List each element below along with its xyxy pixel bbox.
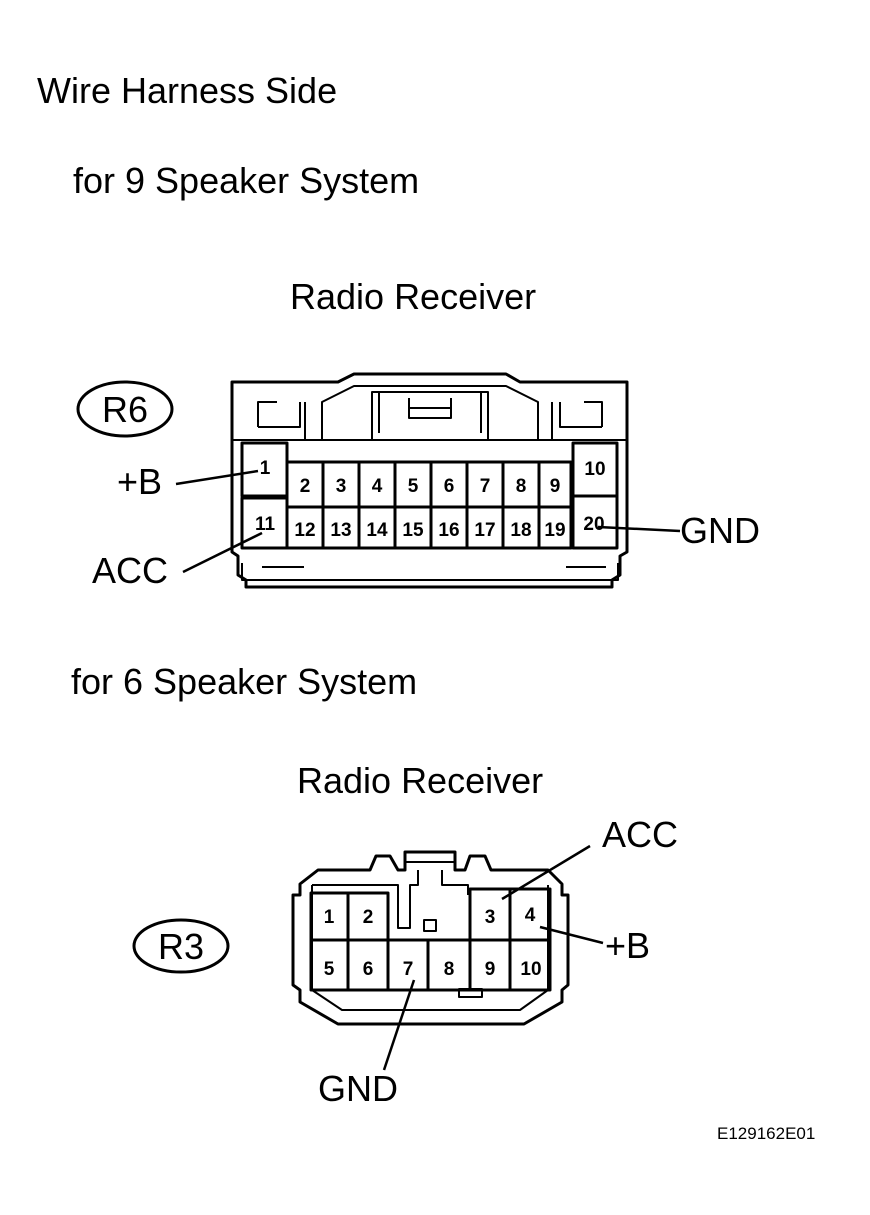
r6-pin-label: 7: [480, 476, 491, 497]
section-subtitle-6-speaker: for 6 Speaker System: [71, 661, 418, 702]
r6-gnd-label: GND: [680, 510, 760, 551]
r6-pin-label: 19: [544, 520, 565, 541]
r6-pin-label: 16: [438, 520, 459, 541]
r6-pin-label: 15: [402, 520, 424, 541]
r6-pin-label: 9: [550, 476, 561, 497]
r3-plus-b-label: +B: [605, 925, 651, 966]
r6-gnd-leader: [597, 525, 681, 533]
r3-leader-lines: [382, 844, 604, 1071]
r6-pin-label: 1: [260, 458, 271, 479]
r6-pin-label: 6: [444, 476, 455, 497]
r3-pin-numbers: 1 2 3 4 5 6 7 8 9 10: [324, 905, 542, 980]
component-label-r6: Radio Receiver: [290, 276, 537, 317]
r3-gnd-label: GND: [318, 1068, 398, 1109]
r6-code-oval: [76, 380, 174, 438]
r3-pin-label: 3: [485, 907, 496, 928]
r6-acc-label: ACC: [92, 550, 169, 591]
r6-pin-label: 4: [372, 476, 383, 497]
r3-pin-label: 1: [324, 907, 335, 928]
r6-plus-b-leader: [175, 469, 259, 486]
r6-leader-lines: [175, 469, 681, 574]
r3-pin-label: 5: [324, 959, 335, 980]
r6-acc-leader: [182, 531, 263, 574]
r6-pin-label: 3: [336, 476, 347, 497]
r3-plus-b-leader: [539, 925, 604, 945]
r6-connector-code: R6: [102, 389, 148, 430]
r6-pin-label: 8: [516, 476, 527, 497]
r6-pin-grid: [240, 441, 619, 550]
r3-pin-label: 10: [520, 959, 541, 980]
figure-id: E129162E01: [717, 1124, 816, 1143]
r6-pin-label: 17: [474, 520, 495, 541]
r3-code-oval: [132, 918, 230, 974]
r6-pin-numbers: 1 2 3 4 5 6 7 8 9 10 11 12 13 14 15 16 1…: [255, 458, 606, 541]
r3-pin-grid: [309, 887, 552, 992]
r3-acc-label: ACC: [602, 814, 679, 855]
r3-acc-leader: [501, 844, 591, 901]
r6-pin-label: 20: [583, 514, 604, 535]
r6-pin-label: 12: [294, 520, 315, 541]
r6-pin-label: 10: [584, 459, 605, 480]
r6-pin-label: 14: [366, 520, 388, 541]
component-label-r3: Radio Receiver: [297, 760, 544, 801]
r3-pin-label: 8: [444, 959, 455, 980]
r3-pin-label: 9: [485, 959, 496, 980]
r3-connector-code: R3: [158, 926, 204, 967]
r3-pin-label: 6: [363, 959, 374, 980]
r3-pin-label: 7: [403, 959, 414, 980]
r6-connector-body: [76, 372, 629, 589]
r3-gnd-leader: [382, 979, 416, 1071]
r3-pin-label: 2: [363, 907, 374, 928]
r6-pin-label: 13: [330, 520, 351, 541]
r6-pin-label: 18: [510, 520, 531, 541]
r6-pin-label: 11: [255, 514, 276, 535]
r6-pin-label: 2: [300, 476, 311, 497]
r6-plus-b-label: +B: [117, 461, 163, 502]
r3-pin-label: 4: [525, 905, 536, 926]
section-subtitle-9-speaker: for 9 Speaker System: [73, 160, 420, 201]
page-title: Wire Harness Side: [37, 70, 338, 111]
r6-pin-label: 5: [408, 476, 419, 497]
